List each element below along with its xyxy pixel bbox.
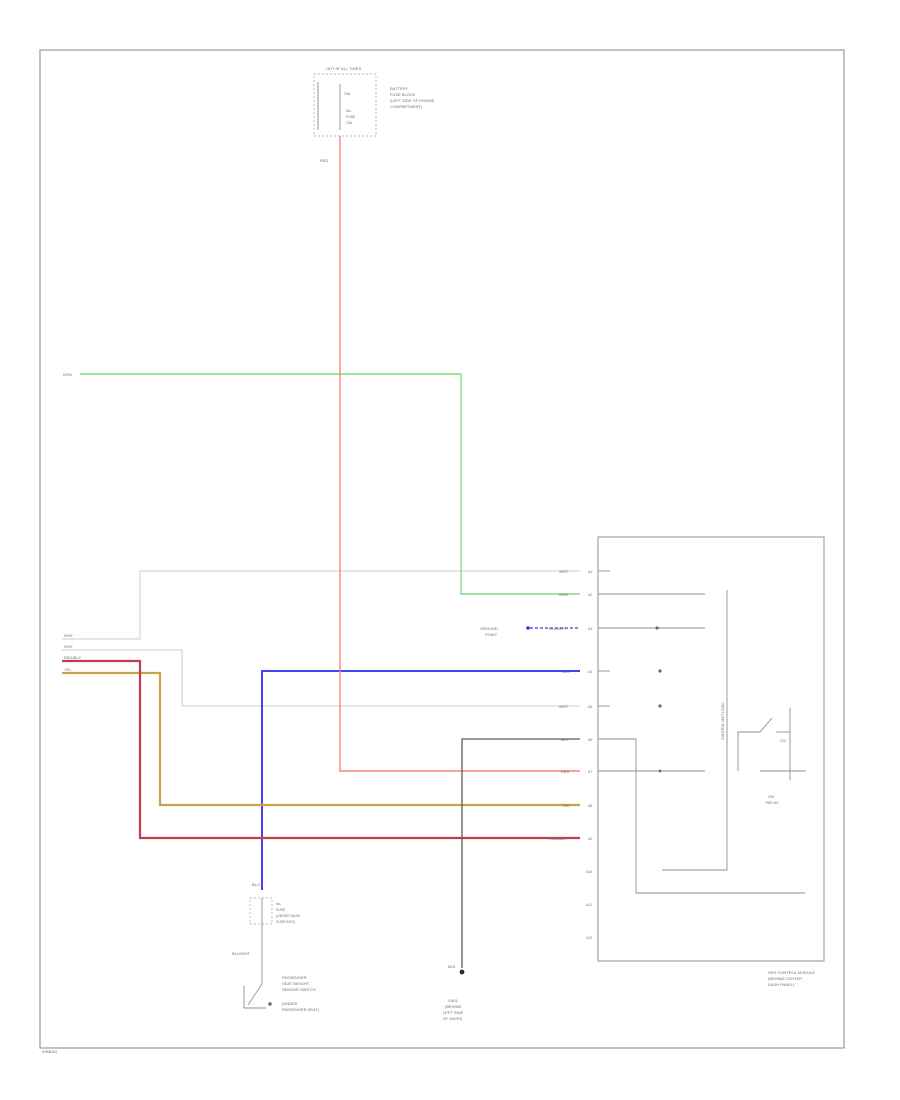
relay-pin: 12V (780, 739, 787, 743)
ctrl-pin-3: A3 (588, 627, 592, 631)
control-module-name-1: SRS CONTROL MODULE (768, 970, 815, 975)
battery-fuse-label-2: FUSE BLOCK (390, 92, 416, 97)
green-wire-pin: · (49, 374, 50, 378)
wire-red (339, 136, 580, 772)
left-pin-3: · (48, 660, 49, 664)
relay-label-1: ON (768, 794, 774, 799)
wire-blue (261, 670, 580, 890)
wire-white-2 (62, 649, 580, 707)
ctrl-pin-7: A7 (588, 770, 592, 774)
ground-label-1: G401 (448, 998, 459, 1003)
ctrl-wire-label-2: GRN (559, 592, 568, 597)
bottom-fuse-label-2: FUSE (276, 908, 286, 912)
ctrl-wire-label-9: RED/BLK (549, 836, 566, 841)
left-pin-2: · (48, 649, 49, 653)
seat-weight-sensor-switch: PASSENGER SEAT WEIGHT SENSOR SWITCH (UND… (243, 975, 320, 1012)
control-module-box (597, 536, 825, 962)
ctrl-wire-label-1: WHT (559, 569, 569, 574)
wire-white-1 (62, 570, 580, 640)
battery-fuse-sub-1: No. (346, 109, 351, 113)
left-conn-label-1: WHT (64, 633, 74, 638)
battery-fuse-label-1: BATTERY (390, 86, 408, 91)
ground-point-label-2: POINT (485, 632, 498, 637)
green-wire-label: GRN (63, 372, 72, 377)
red-wire-label: RED (320, 158, 329, 163)
battery-fuse-sub-3: 10A (346, 121, 353, 125)
battery-fuse-header: HOT AT ALL TIMES (326, 66, 361, 71)
wire-yellow (62, 671, 580, 807)
diagram-frame (39, 49, 845, 1049)
ctrl-pin-6: A6 (588, 738, 592, 742)
control-module-name-2: (BEHIND CENTER (768, 976, 802, 981)
ground-label-2: (BEHIND (445, 1004, 462, 1009)
control-module-name-3: DASH PANEL) (768, 982, 795, 987)
bottom-fuse-wire-2: BLU/WHT (232, 951, 251, 956)
ctrl-pin-1: A1 (588, 570, 592, 574)
ground-g401: BLK G401 (BEHIND LEFT SIDE OF DASH) (443, 964, 465, 1021)
ctrl-pin-5: A5 (588, 705, 592, 709)
ctrl-wire-label-3: BLU/WHT (549, 626, 568, 631)
left-conn-label-3: RED/BLK (64, 655, 81, 660)
switch-label-4: (UNDER (282, 1001, 298, 1006)
ground-point-label-1: GROUND (480, 626, 498, 631)
ctrl-pin-9: A9 (588, 837, 592, 841)
battery-fuse-block: HOT AT ALL TIMES 10A No. FUSE 10A BATTER… (313, 66, 435, 163)
left-conn-label-2: WHT (64, 644, 74, 649)
left-pin-1: · (48, 638, 49, 642)
ctrl-pin-12: A12 (586, 936, 592, 940)
battery-fuse-label-4: COMPARTMENT) (390, 104, 423, 109)
switch-label-1: PASSENGER (282, 975, 307, 980)
under-dash-fuse: BLU No. FUSE (UNDER DASH FUSE BOX) BLU/W… (232, 882, 301, 975)
wire-green (80, 373, 580, 595)
switch-label-5: PASSENGER SEAT) (282, 1007, 320, 1012)
ctrl-pin-4: A4 (588, 670, 592, 674)
ground-label-3: LEFT SIDE (443, 1010, 463, 1015)
bottom-fuse-label-1: No. (276, 902, 281, 906)
ground-wire-label: BLK (448, 964, 456, 969)
ground-label-4: OF DASH) (443, 1016, 463, 1021)
battery-fuse-sub-2: FUSE (346, 115, 356, 119)
ctrl-wire-label-7: RED (561, 769, 570, 774)
control-logic-label: CONTROL UNIT LOGIC (721, 702, 725, 740)
bottom-fuse-label-4: FUSE BOX) (276, 920, 295, 924)
wire-black (461, 738, 580, 968)
wires: GRN · (49, 136, 580, 968)
ctrl-wire-label-8: YEL (562, 803, 570, 808)
ctrl-pin-8: A8 (588, 804, 592, 808)
wire-red-black (62, 659, 580, 840)
footer-label: AIRBAG (42, 1049, 57, 1054)
battery-fuse-label-3: (LEFT SIDE OF ENGINE (390, 98, 435, 103)
ctrl-wire-label-6: BLK (561, 737, 569, 742)
ctrl-pin-2: A2 (588, 593, 592, 597)
left-conn-label-4: YEL (64, 667, 72, 672)
ground-point-label: GROUND POINT (480, 626, 498, 637)
srs-control-module: WHT GRN BLU/WHT BLU WHT BLK RED YEL RED/… (549, 536, 825, 987)
switch-label-3: SENSOR SWITCH (282, 987, 316, 992)
bottom-fuse-label-3: (UNDER DASH (276, 914, 301, 918)
ctrl-wire-label-5: WHT (559, 704, 569, 709)
battery-fuse-pin: 10A (344, 92, 351, 96)
bottom-fuse-wire: BLU (252, 882, 260, 887)
switch-label-2: SEAT WEIGHT (282, 981, 310, 986)
left-pin-4: · (48, 672, 49, 676)
left-connector: · · · · WHT WHT RED/BLK YEL (48, 633, 81, 676)
ctrl-wire-label-4: BLU (562, 669, 570, 674)
relay-label-2: RELAY (766, 800, 779, 805)
ctrl-pin-11: A11 (586, 903, 592, 907)
ctrl-pin-10: A10 (586, 870, 592, 874)
